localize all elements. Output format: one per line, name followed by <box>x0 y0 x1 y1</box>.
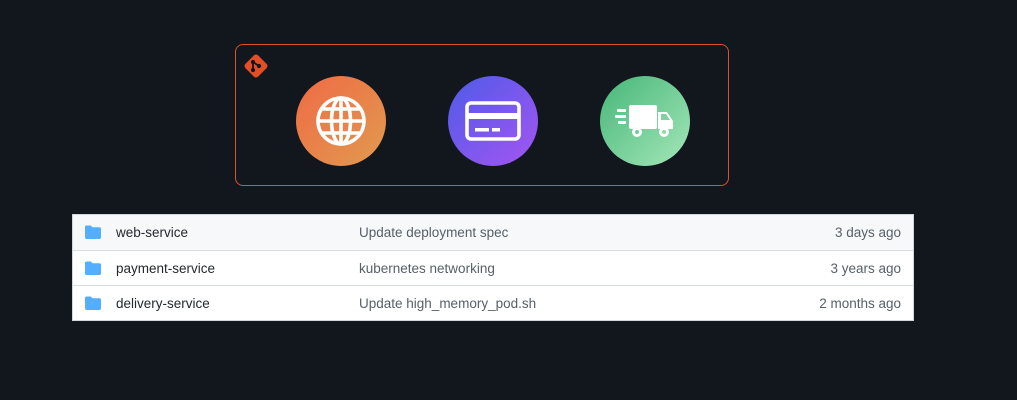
globe-icon <box>316 96 366 146</box>
file-name-link[interactable]: payment-service <box>116 261 216 276</box>
delivery-service-icon <box>600 76 690 166</box>
file-name-link[interactable]: delivery-service <box>116 296 210 311</box>
monorepo-box <box>235 44 729 186</box>
git-icon <box>244 54 268 78</box>
folder-icon <box>85 261 101 275</box>
commit-message-link[interactable]: kubernetes networking <box>359 261 495 276</box>
commit-time: 3 years ago <box>830 261 901 276</box>
file-name-link[interactable]: web-service <box>116 225 189 240</box>
commit-message-link[interactable]: Update high_memory_pod.sh <box>359 296 537 311</box>
web-service-icon <box>296 76 386 166</box>
commit-time: 3 days ago <box>834 225 901 240</box>
list-item[interactable]: delivery-service Update high_memory_pod.… <box>73 285 913 321</box>
credit-card-icon <box>465 101 521 141</box>
folder-icon <box>85 296 101 310</box>
list-item[interactable]: web-service Update deployment spec 3 day… <box>73 215 913 250</box>
repository-file-list: web-service Update deployment spec 3 day… <box>72 214 914 321</box>
commit-time: 2 months ago <box>819 296 901 311</box>
list-item[interactable]: payment-service kubernetes networking 3 … <box>73 250 913 286</box>
payment-service-icon <box>448 76 538 166</box>
commit-message-link[interactable]: Update deployment spec <box>359 225 509 240</box>
truck-icon <box>615 105 673 137</box>
folder-icon <box>85 225 101 239</box>
